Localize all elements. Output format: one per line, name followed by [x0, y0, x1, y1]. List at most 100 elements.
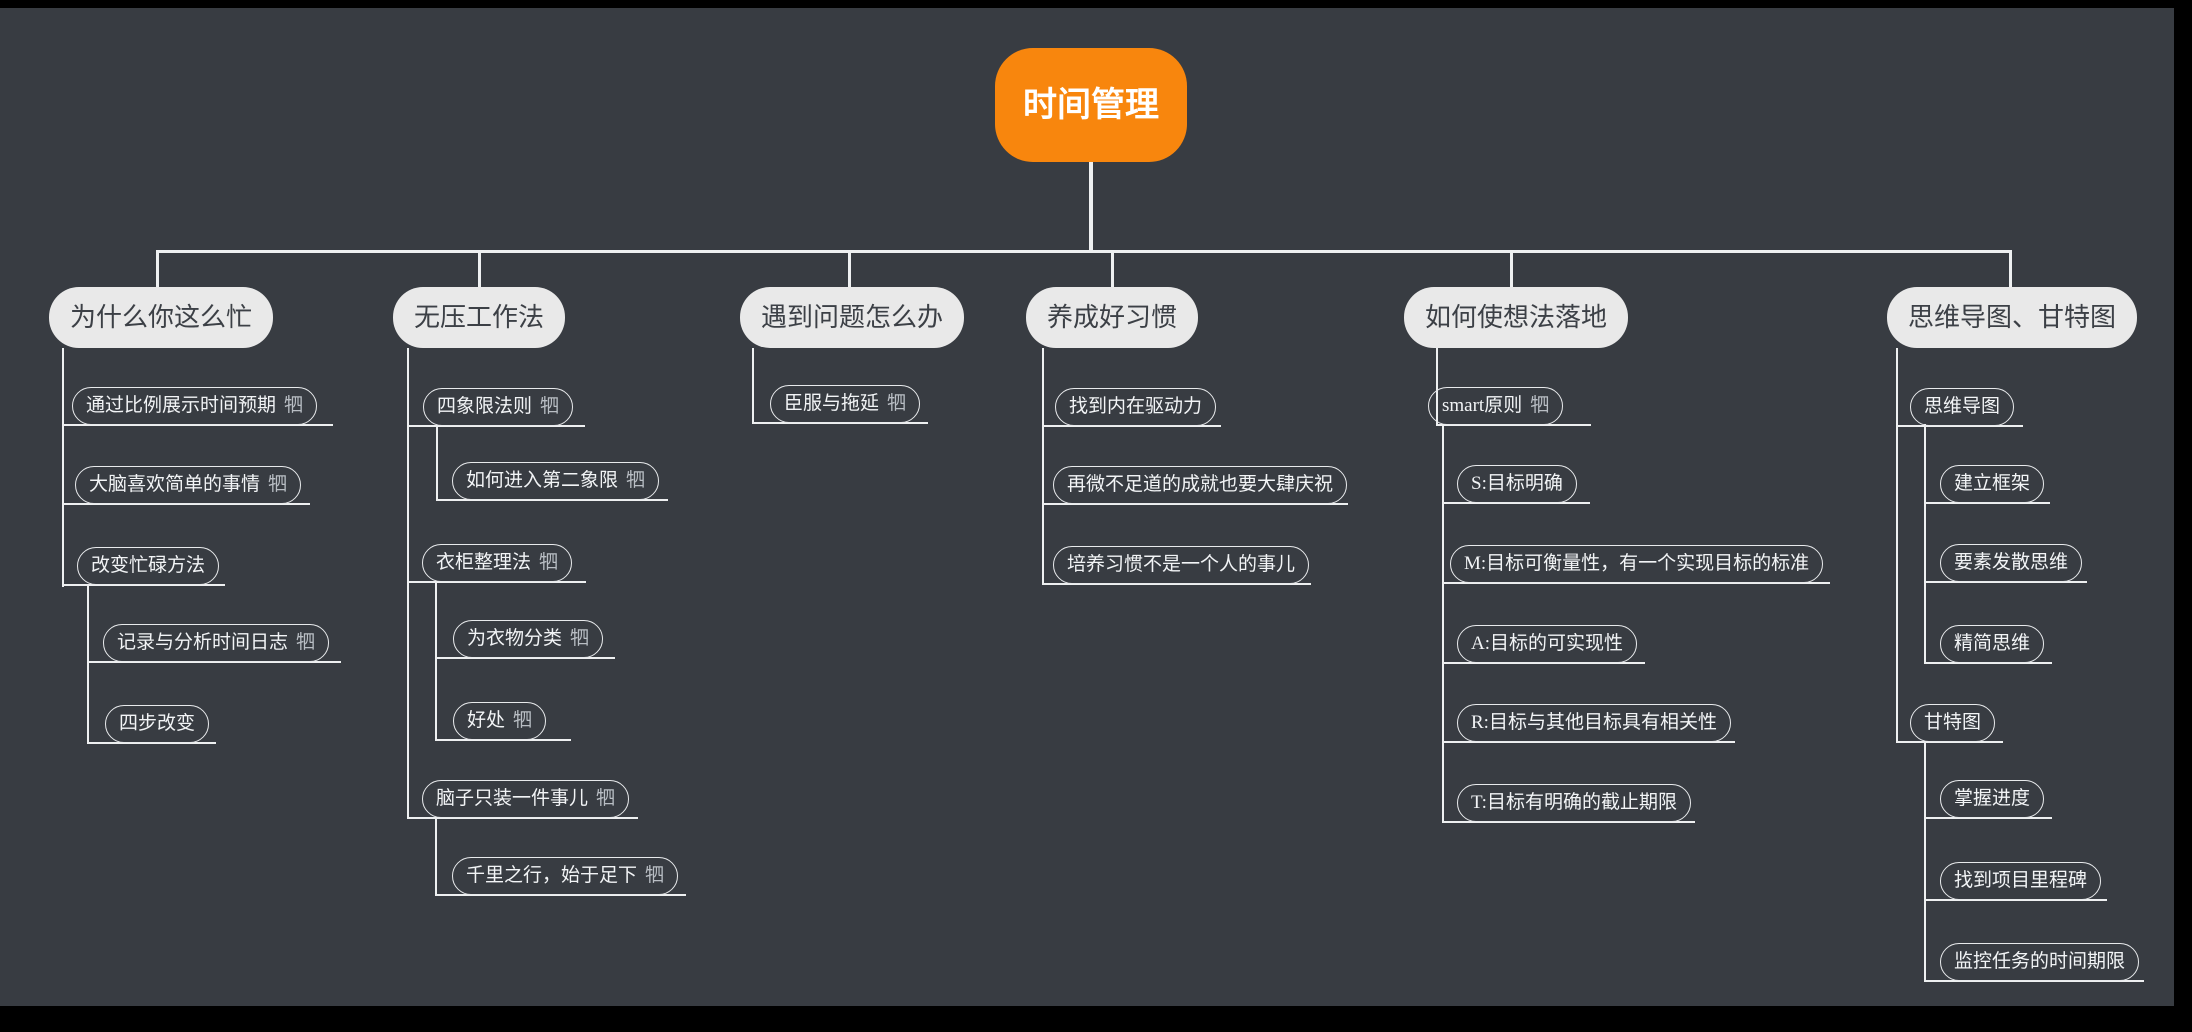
sub-topic[interactable]: 思维导图 — [1910, 388, 2015, 426]
connector-line — [1111, 250, 1114, 289]
sub-topic[interactable]: 好处牭 — [453, 702, 547, 740]
sub-topic-label: 改变忙碌方法 — [91, 555, 206, 576]
connector-line — [1896, 348, 1898, 743]
sub-topic-label: 好处 — [467, 710, 506, 731]
sub-topic[interactable]: 为衣物分类牭 — [453, 620, 604, 658]
connector-line — [752, 422, 928, 424]
main-topic[interactable]: 如何使想法落地 — [1404, 287, 1629, 348]
connector-line — [1442, 821, 1695, 823]
connector-line — [407, 581, 586, 583]
sub-topic[interactable]: 监控任务的时间期限 — [1940, 943, 2140, 981]
sub-topic-label: 千里之行，始于足下 — [466, 865, 638, 886]
sub-topic[interactable]: 臣服与拖延牭 — [770, 385, 921, 423]
missing-glyph-marker: 牭 — [284, 395, 304, 416]
connector-line — [436, 426, 438, 501]
connector-line — [62, 424, 333, 426]
connector-line — [407, 425, 585, 427]
connector-line — [435, 894, 686, 896]
sub-topic[interactable]: 找到项目里程碑 — [1940, 862, 2102, 900]
connector-line — [752, 348, 754, 424]
missing-glyph-marker: 牭 — [570, 628, 590, 649]
sub-topic[interactable]: 精简思维 — [1940, 625, 2045, 663]
sub-topic[interactable]: R:目标与其他目标具有相关性 — [1457, 704, 1731, 742]
main-topic[interactable]: 养成好习惯 — [1026, 287, 1199, 348]
sub-topic[interactable]: 衣柜整理法牭 — [422, 544, 573, 582]
sub-topic[interactable]: 培养习惯不是一个人的事儿 — [1053, 546, 1310, 584]
sub-topic[interactable]: 找到内在驱动力 — [1055, 388, 1217, 426]
sub-topic-label: 臣服与拖延 — [784, 393, 880, 414]
sub-topic[interactable]: 千里之行，始于足下牭 — [452, 857, 679, 895]
connector-line — [848, 250, 851, 289]
sub-topic-label: 找到内在驱动力 — [1069, 396, 1203, 417]
main-topic[interactable]: 遇到问题怎么办 — [740, 287, 965, 348]
connector-line — [1924, 581, 2087, 583]
connector-line — [1042, 503, 1348, 505]
missing-glyph-marker: 牭 — [540, 396, 560, 417]
connector-line — [1089, 160, 1093, 252]
sub-topic[interactable]: 掌握进度 — [1940, 780, 2045, 818]
sub-topic[interactable]: S:目标明确 — [1457, 465, 1577, 503]
connector-line — [1896, 741, 2003, 743]
sub-topic-label: 精简思维 — [1954, 633, 2031, 654]
sub-topic[interactable]: T:目标有明确的截止期限 — [1457, 784, 1691, 822]
sub-topic-label: 四象限法则 — [437, 396, 533, 417]
sub-topic[interactable]: 改变忙碌方法 — [77, 547, 220, 585]
sub-topic[interactable]: 甘特图 — [1910, 704, 1996, 742]
connector-line — [435, 657, 615, 659]
connector-line — [1436, 424, 1591, 426]
connector-line — [1042, 348, 1044, 585]
connector-line — [1436, 348, 1438, 426]
connector-line — [1924, 817, 2052, 819]
sub-topic-label: 衣柜整理法 — [436, 552, 532, 573]
connector-line — [1924, 502, 2050, 504]
sub-topic[interactable]: 脑子只装一件事儿牭 — [422, 780, 630, 818]
connector-line — [62, 584, 225, 586]
missing-glyph-marker: 牭 — [887, 393, 907, 414]
sub-topic[interactable]: 大脑喜欢简单的事情牭 — [75, 466, 302, 504]
connector-line — [435, 818, 437, 896]
sub-topic-label: 为衣物分类 — [467, 628, 563, 649]
connector-line — [156, 250, 2012, 253]
connector-line — [1442, 582, 1830, 584]
main-topic[interactable]: 无压工作法 — [393, 287, 566, 348]
connector-line — [87, 661, 341, 663]
sub-topic[interactable]: 建立框架 — [1940, 465, 2045, 503]
sub-topic[interactable]: 再微不足道的成就也要大肆庆祝 — [1053, 466, 1348, 504]
missing-glyph-marker: 牭 — [596, 788, 616, 809]
sub-topic[interactable]: A:目标的可实现性 — [1457, 625, 1638, 663]
connector-line — [436, 499, 668, 501]
sub-topic[interactable]: 四步改变 — [105, 705, 210, 743]
sub-topic-label: 培养习惯不是一个人的事儿 — [1067, 554, 1296, 575]
connector-line — [407, 817, 638, 819]
sub-topic[interactable]: 通过比例展示时间预期牭 — [72, 387, 318, 425]
connector-line — [1924, 742, 1926, 982]
sub-topic-label: 通过比例展示时间预期 — [86, 395, 277, 416]
connector-line — [156, 250, 159, 289]
connector-line — [1442, 502, 1590, 504]
connector-line — [478, 250, 481, 289]
connector-line — [1896, 425, 2023, 427]
connector-line — [1924, 899, 2107, 901]
sub-topic[interactable]: 记录与分析时间日志牭 — [103, 624, 330, 662]
sub-topic[interactable]: 四象限法则牭 — [423, 388, 574, 426]
missing-glyph-marker: 牭 — [296, 632, 316, 653]
main-topic[interactable]: 思维导图、甘特图 — [1887, 287, 2138, 348]
connector-line — [1442, 425, 1444, 823]
connector-line — [1442, 662, 1645, 664]
connector-line — [1924, 980, 2144, 982]
missing-glyph-marker: 牭 — [645, 865, 665, 886]
sub-topic-label: A:目标的可实现性 — [1471, 633, 1624, 654]
sub-topic-label: 思维导图 — [1924, 396, 2001, 417]
main-topic[interactable]: 为什么你这么忙 — [49, 287, 274, 348]
connector-line — [435, 582, 437, 741]
sub-topic[interactable]: 要素发散思维 — [1940, 544, 2083, 582]
sub-topic[interactable]: M:目标可衡量性，有一个实现目标的标准 — [1450, 545, 1824, 583]
sub-topic[interactable]: 如何进入第二象限牭 — [452, 462, 660, 500]
missing-glyph-marker: 牭 — [626, 470, 646, 491]
root-topic[interactable]: 时间管理 — [995, 48, 1187, 162]
connector-line — [407, 348, 409, 819]
connector-line — [87, 742, 216, 744]
connector-line — [1442, 741, 1735, 743]
sub-topic[interactable]: smart原则牭 — [1428, 387, 1564, 425]
connector-line — [62, 503, 310, 505]
